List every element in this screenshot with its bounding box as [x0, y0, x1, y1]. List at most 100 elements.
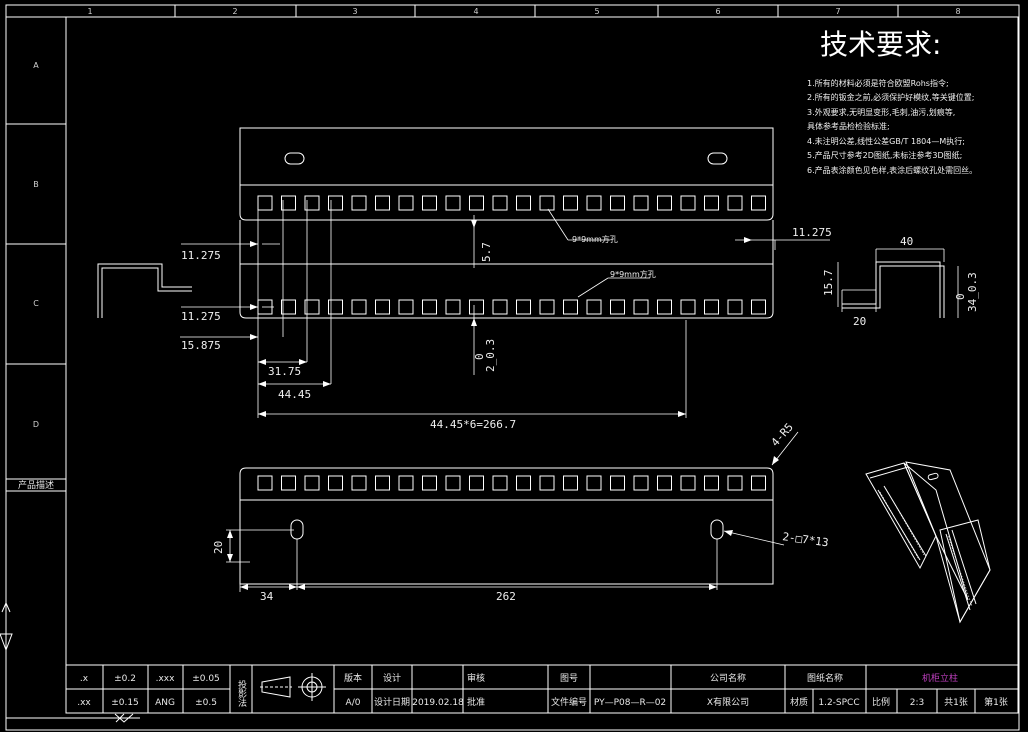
- front-view: [239, 127, 774, 319]
- square-hole: [586, 195, 602, 211]
- square-hole: [680, 475, 696, 491]
- square-hole: [469, 195, 484, 211]
- square-hole: [351, 299, 367, 315]
- material: 1.2-SPCC: [818, 698, 859, 708]
- col-marker: 8: [955, 7, 960, 16]
- ucs-icon: [0, 601, 140, 723]
- tech-requirement-item: 3.外观要求,无明显变形,毛刺,油污,划痕等,: [807, 107, 955, 117]
- isometric-hole-pattern: [879, 488, 973, 607]
- dim-11275-right: 11.275: [792, 226, 832, 239]
- square-hole: [445, 195, 461, 211]
- square-holes-row: [257, 195, 766, 211]
- square-hole: [398, 299, 414, 315]
- sheet-no: 第1张: [984, 696, 1008, 708]
- square-hole: [469, 299, 484, 315]
- approve-label: 批准: [467, 696, 485, 708]
- dim-11275-mid: 11.275: [181, 310, 221, 323]
- dim-34: 34: [260, 590, 274, 603]
- square-hole: [633, 195, 649, 211]
- square-hole: [281, 299, 296, 315]
- row-marker: C: [33, 299, 39, 308]
- tech-requirement-item: 具体参考品检检验标准;: [807, 121, 890, 131]
- square-hole: [328, 299, 343, 315]
- tol-ang-label: ANG: [155, 698, 175, 708]
- square-hole: [257, 475, 273, 491]
- square-hole: [281, 475, 296, 491]
- dim-157: 15.7: [822, 270, 835, 297]
- square-hole: [586, 299, 602, 315]
- tol-ang-value: ±0.5: [195, 698, 217, 708]
- square-hole: [539, 475, 555, 491]
- dim-40: 40: [900, 235, 913, 248]
- square-hole: [751, 299, 766, 315]
- square-hole: [751, 195, 766, 211]
- dimension-arrows: [227, 220, 779, 590]
- square-hole: [445, 299, 461, 315]
- square-hole: [727, 299, 743, 315]
- dim-15875: 15.875: [181, 339, 221, 352]
- dim-57: 5.7: [480, 242, 493, 262]
- dim-tol-34: 34_0.3: [966, 272, 979, 312]
- projection-symbol: [260, 673, 326, 701]
- square-hole: [492, 475, 508, 491]
- square-hole: [539, 195, 555, 211]
- material-label: 材质: [790, 696, 808, 708]
- square-hole: [680, 195, 696, 211]
- col-marker: 6: [715, 7, 720, 16]
- square-hole: [304, 195, 320, 211]
- review-label: 审核: [467, 672, 485, 684]
- dim-total: 44.45*6=266.7: [430, 418, 516, 431]
- col-marker: 7: [835, 7, 840, 16]
- square-hole: [704, 299, 719, 315]
- square-hole: [469, 475, 484, 491]
- square-hole: [657, 195, 672, 211]
- design-label: 设计: [383, 672, 401, 684]
- square-hole: [563, 475, 578, 491]
- square-hole: [351, 475, 367, 491]
- row-marker: D: [33, 420, 39, 429]
- col-marker: 2: [232, 7, 237, 16]
- square-hole: [492, 195, 508, 211]
- square-hole: [422, 195, 437, 211]
- column-markers: 1 2 3 4 5 6 7 8: [87, 7, 960, 16]
- design-date: 2019.02.18: [412, 698, 464, 708]
- square-hole: [375, 195, 390, 211]
- square-hole: [586, 475, 602, 491]
- square-hole: [657, 299, 672, 315]
- square-hole: [633, 475, 649, 491]
- col-marker: 3: [352, 7, 357, 16]
- row-markers: A B C D 产品描述: [18, 61, 54, 491]
- square-hole: [492, 299, 508, 315]
- mounting-slot: [707, 152, 728, 165]
- bottom-view: [239, 467, 774, 585]
- square-hole: [539, 299, 555, 315]
- dim-tol-2: 2_0.3: [484, 339, 497, 372]
- square-hole: [704, 475, 719, 491]
- hole-label: 9*9mm方孔: [610, 269, 656, 279]
- col-marker: 4: [473, 7, 478, 16]
- tech-requirement-item: 1.所有的材料必须是符合欧盟Rohs指令;: [807, 78, 949, 88]
- dim-4445: 44.45: [278, 388, 311, 401]
- row-marker: B: [33, 180, 39, 189]
- square-hole: [751, 475, 766, 491]
- side-label: 产品描述: [18, 479, 54, 491]
- square-hole: [610, 475, 625, 491]
- dimension-lines: [180, 200, 959, 592]
- version-value: A/0: [346, 698, 361, 708]
- tech-requirement-item: 2.所有的钣金之前,必须保护好模纹,等关键位置;: [807, 92, 974, 102]
- square-hole: [398, 475, 414, 491]
- dim-slot-note: 2-□7*13: [782, 530, 830, 549]
- drawing-no-label: 图号: [560, 673, 578, 684]
- square-hole: [398, 195, 414, 211]
- title-block-text: .x ±0.2 .xxx ±0.05 .xx ±0.15 ANG ±0.5 投影…: [77, 672, 1008, 708]
- square-hole: [727, 195, 743, 211]
- square-hole: [328, 195, 343, 211]
- square-hole: [610, 299, 625, 315]
- file-no: PY—P08—R—02: [594, 698, 666, 708]
- dimension-texts: 11.275 11.275 15.875 31.75 44.45 44.45*6…: [181, 226, 979, 603]
- square-hole: [445, 475, 461, 491]
- projection-label: 投影法: [236, 679, 247, 708]
- tech-requirements-title: 技术要求:: [820, 28, 941, 61]
- square-hole: [633, 299, 649, 315]
